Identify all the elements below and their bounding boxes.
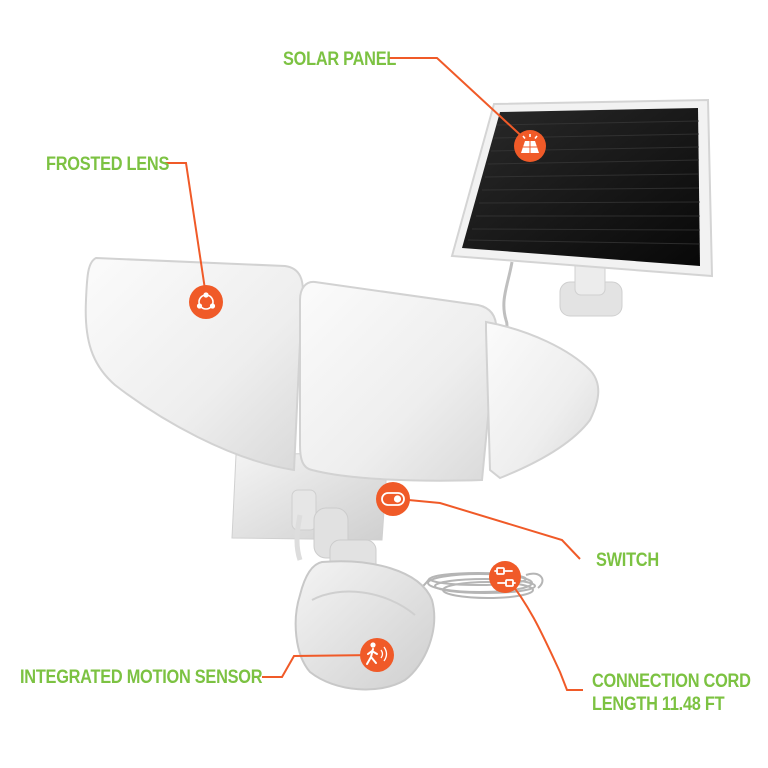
connection-cord-label: CONNECTION CORD LENGTH 11.48 FT — [592, 670, 751, 716]
light-heads — [84, 256, 600, 482]
lens-nodes-icon — [189, 285, 223, 319]
toggle-switch-icon — [376, 482, 410, 516]
connection-cord — [394, 572, 544, 607]
solar-panel-icon — [514, 130, 546, 162]
motion-sensor — [294, 539, 436, 691]
switch-label: SWITCH — [596, 550, 659, 571]
motion-sensor-label: INTEGRATED MOTION SENSOR — [20, 667, 263, 688]
leader-lines — [165, 57, 583, 691]
connection-cord-label-line2: LENGTH 11.48 FT — [592, 694, 725, 715]
solar-panel-label: SOLAR PANEL — [283, 49, 397, 70]
plug-cord-icon — [489, 561, 521, 593]
motion-person-icon — [360, 638, 394, 672]
frosted-lens-label: FROSTED LENS — [46, 154, 170, 175]
connection-cord-label-line1: CONNECTION CORD — [592, 671, 751, 692]
